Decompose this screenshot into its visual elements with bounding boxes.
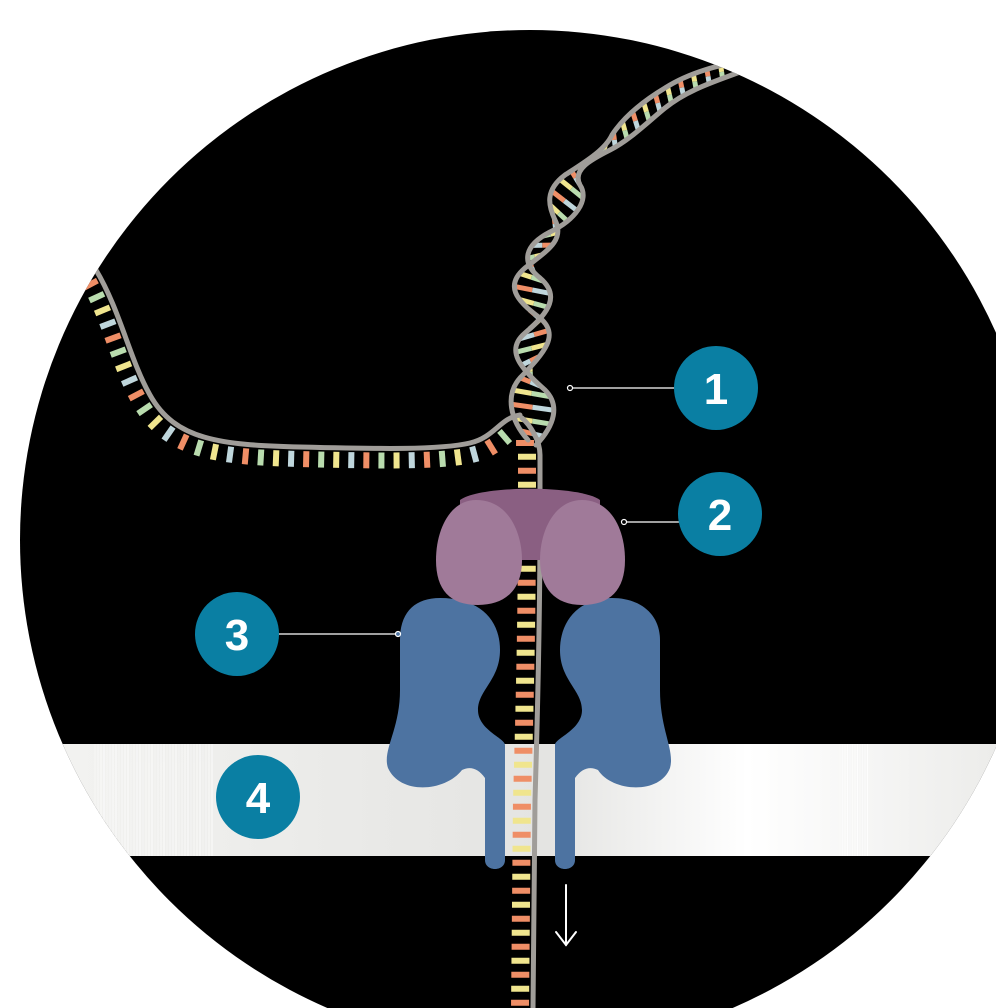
dna-base <box>442 451 443 467</box>
dna-base <box>513 390 532 393</box>
label-badge-2: 2 <box>678 472 762 556</box>
label-badge-4: 4 <box>216 755 300 839</box>
dna-base <box>260 449 261 465</box>
dna-base <box>427 452 428 468</box>
dna-base <box>511 404 532 407</box>
dna-base <box>533 407 554 410</box>
dna-base <box>721 65 722 72</box>
dna-base <box>735 68 736 74</box>
dna-base <box>229 447 231 463</box>
dna-base <box>472 447 476 462</box>
dna-base <box>457 449 459 465</box>
label-badge-4-text: 4 <box>246 774 271 823</box>
label-badge-3-text: 3 <box>225 611 249 660</box>
dna-base <box>213 444 216 460</box>
dna-base <box>735 62 736 68</box>
label-badge-1-text: 1 <box>704 365 728 414</box>
label-badge-2-text: 2 <box>708 491 732 540</box>
dna-base <box>276 450 277 466</box>
dna-base <box>532 421 550 424</box>
label-badge-3: 3 <box>195 592 279 676</box>
dna-base <box>245 448 246 464</box>
label-badge-1: 1 <box>674 346 758 430</box>
